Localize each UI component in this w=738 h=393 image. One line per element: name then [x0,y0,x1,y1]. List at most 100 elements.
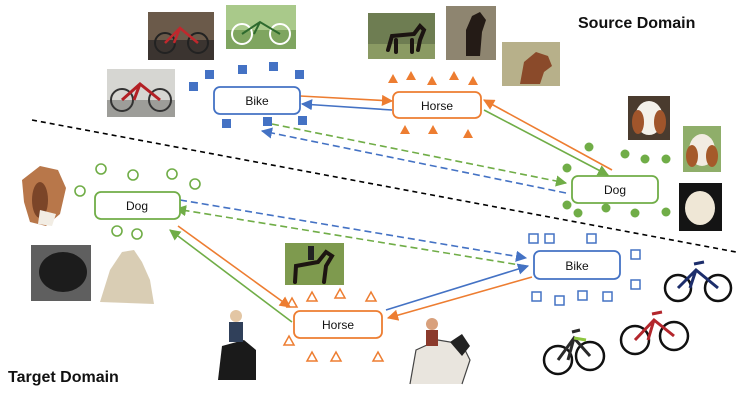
arrow-target-dog-to-horse [177,225,291,308]
bike-marker [577,290,588,301]
source-bike-markers [189,62,307,128]
bike-marker [238,65,247,74]
dog-photo-icon [22,166,66,226]
bike-marker [602,291,613,302]
domain-boundary-line [31,119,737,253]
target-dog-label: Dog [126,199,148,213]
target-horse-markers [282,287,385,362]
horse-marker [449,71,459,80]
source-bike-label: Bike [245,94,269,108]
bike-marker [531,291,542,302]
dog-marker [584,142,594,152]
target-dog-markers [74,163,201,240]
dog-photo-icon [628,96,670,140]
target-horse-label: Horse [322,318,354,332]
target-domain-title: Target Domain [8,369,119,386]
dog-marker [127,169,139,181]
horse-marker [333,287,347,299]
bike-marker [586,233,597,244]
bike-photo-icon [663,260,733,303]
target-bike-label: Bike [565,259,589,273]
arrow-dog-to-horse-source [483,99,613,171]
target-bike-markers [528,233,641,306]
target-bike-node [533,250,621,280]
bike-photo-icon [107,69,175,117]
dog-marker [630,208,640,218]
dog-marker [166,168,178,180]
dog-marker [620,149,630,159]
rider-photo-icon [409,318,471,385]
dog-marker [74,185,86,197]
source-dog-markers [562,142,671,218]
dog-marker [661,154,671,164]
source-bike-node [213,86,301,115]
horse-marker [282,334,296,346]
dog-marker [562,200,572,210]
bike-marker [630,249,641,260]
dog-marker [111,225,123,237]
horse-marker [329,350,343,362]
horse-marker [463,129,473,138]
bike-photo-icon [226,5,296,49]
arrow-target-bike-to-dog-dashed [174,205,527,267]
bike-marker [630,279,641,290]
source-domain-title: Source Domain [578,15,696,32]
horse-marker [285,296,299,308]
bike-marker [295,70,304,79]
bike-photo-icon [148,12,214,60]
horse-marker [305,290,319,302]
source-horse-node [392,91,482,119]
bike-marker [544,233,555,244]
rider-photo-icon [218,310,256,380]
dog-photo-icon [679,183,722,231]
arrow-horse-to-dog-source [483,109,609,176]
horse-marker [468,76,478,85]
arrow-target-bike-to-horse [386,276,533,321]
bike-marker [298,116,307,125]
horse-marker [400,125,410,134]
source-dog-node [571,175,659,204]
arrow-bike-to-horse-source [299,94,394,107]
dog-photo-icon [31,245,91,301]
bike-marker [263,117,272,126]
arrow-target-horse-to-bike [385,263,530,311]
source-horse-label: Horse [421,99,453,113]
target-horse-node [293,310,383,339]
horse-marker [406,71,416,80]
dog-marker [661,207,671,217]
horse-marker [364,290,378,302]
arrow-target-horse-to-dog [169,229,293,323]
horse-photo-icon [285,243,344,285]
source-horse-markers [388,71,478,138]
dog-marker [640,154,650,164]
horse-marker [427,76,437,85]
arrow-dog-to-bike-dashed [260,127,567,194]
dog-photo-icon [683,126,721,172]
horse-marker [305,350,319,362]
target-dog-node [94,191,181,220]
dog-marker [131,228,143,240]
bike-photo-icon [542,328,606,376]
horse-marker [371,350,385,362]
horse-marker [428,125,438,134]
source-dog-label: Dog [604,183,626,197]
bike-marker [528,233,539,244]
bike-marker [205,70,214,79]
dog-marker [562,163,572,173]
horse-photo-icon [502,42,560,86]
dog-marker [573,208,583,218]
bike-marker [269,62,278,71]
bike-marker [189,82,198,91]
horse-marker [388,74,398,83]
bike-marker [222,119,231,128]
horse-photo-icon [446,6,496,60]
horse-photo-icon [368,13,435,59]
dog-marker [95,163,107,175]
bike-photo-icon [619,310,690,356]
dog-marker [189,178,201,190]
arrow-bike-to-dog-dashed [271,123,568,187]
arrow-target-dog-to-bike-dashed [179,199,528,262]
arrow-horse-to-bike-source [300,99,393,111]
bike-marker [554,295,565,306]
